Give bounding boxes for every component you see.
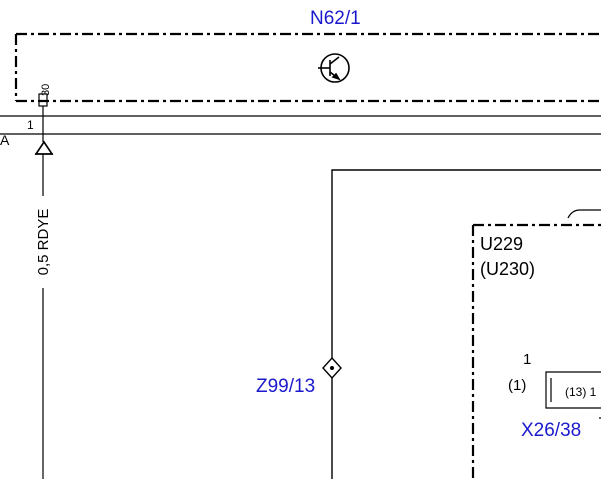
module-alt-id: (U230)	[480, 259, 535, 279]
module-id: U229	[480, 234, 523, 254]
control-unit-id: N62/1	[310, 8, 361, 29]
connector-id: X26/38	[521, 420, 581, 441]
connector-triangle-icon	[34, 140, 54, 155]
pin-1-label: 1	[27, 118, 34, 132]
wire-label: 0,5 RDYE	[35, 209, 52, 276]
pin-30-label: 30	[40, 84, 52, 96]
splice-id: Z99/13	[256, 376, 315, 397]
connector-pin-alt: (1)	[508, 377, 526, 394]
control-unit-box	[14, 32, 601, 103]
connector-a-bars	[0, 115, 601, 135]
connector-x26-body	[545, 371, 601, 409]
connector-pin: 1	[523, 351, 531, 368]
connector-a-label: A	[0, 132, 10, 148]
transistor-icon	[318, 53, 350, 83]
module-box	[471, 223, 601, 479]
splice-diamond-icon	[322, 356, 342, 380]
connector-pin-inner: (13) 1	[565, 385, 597, 399]
module-tab	[567, 209, 601, 219]
